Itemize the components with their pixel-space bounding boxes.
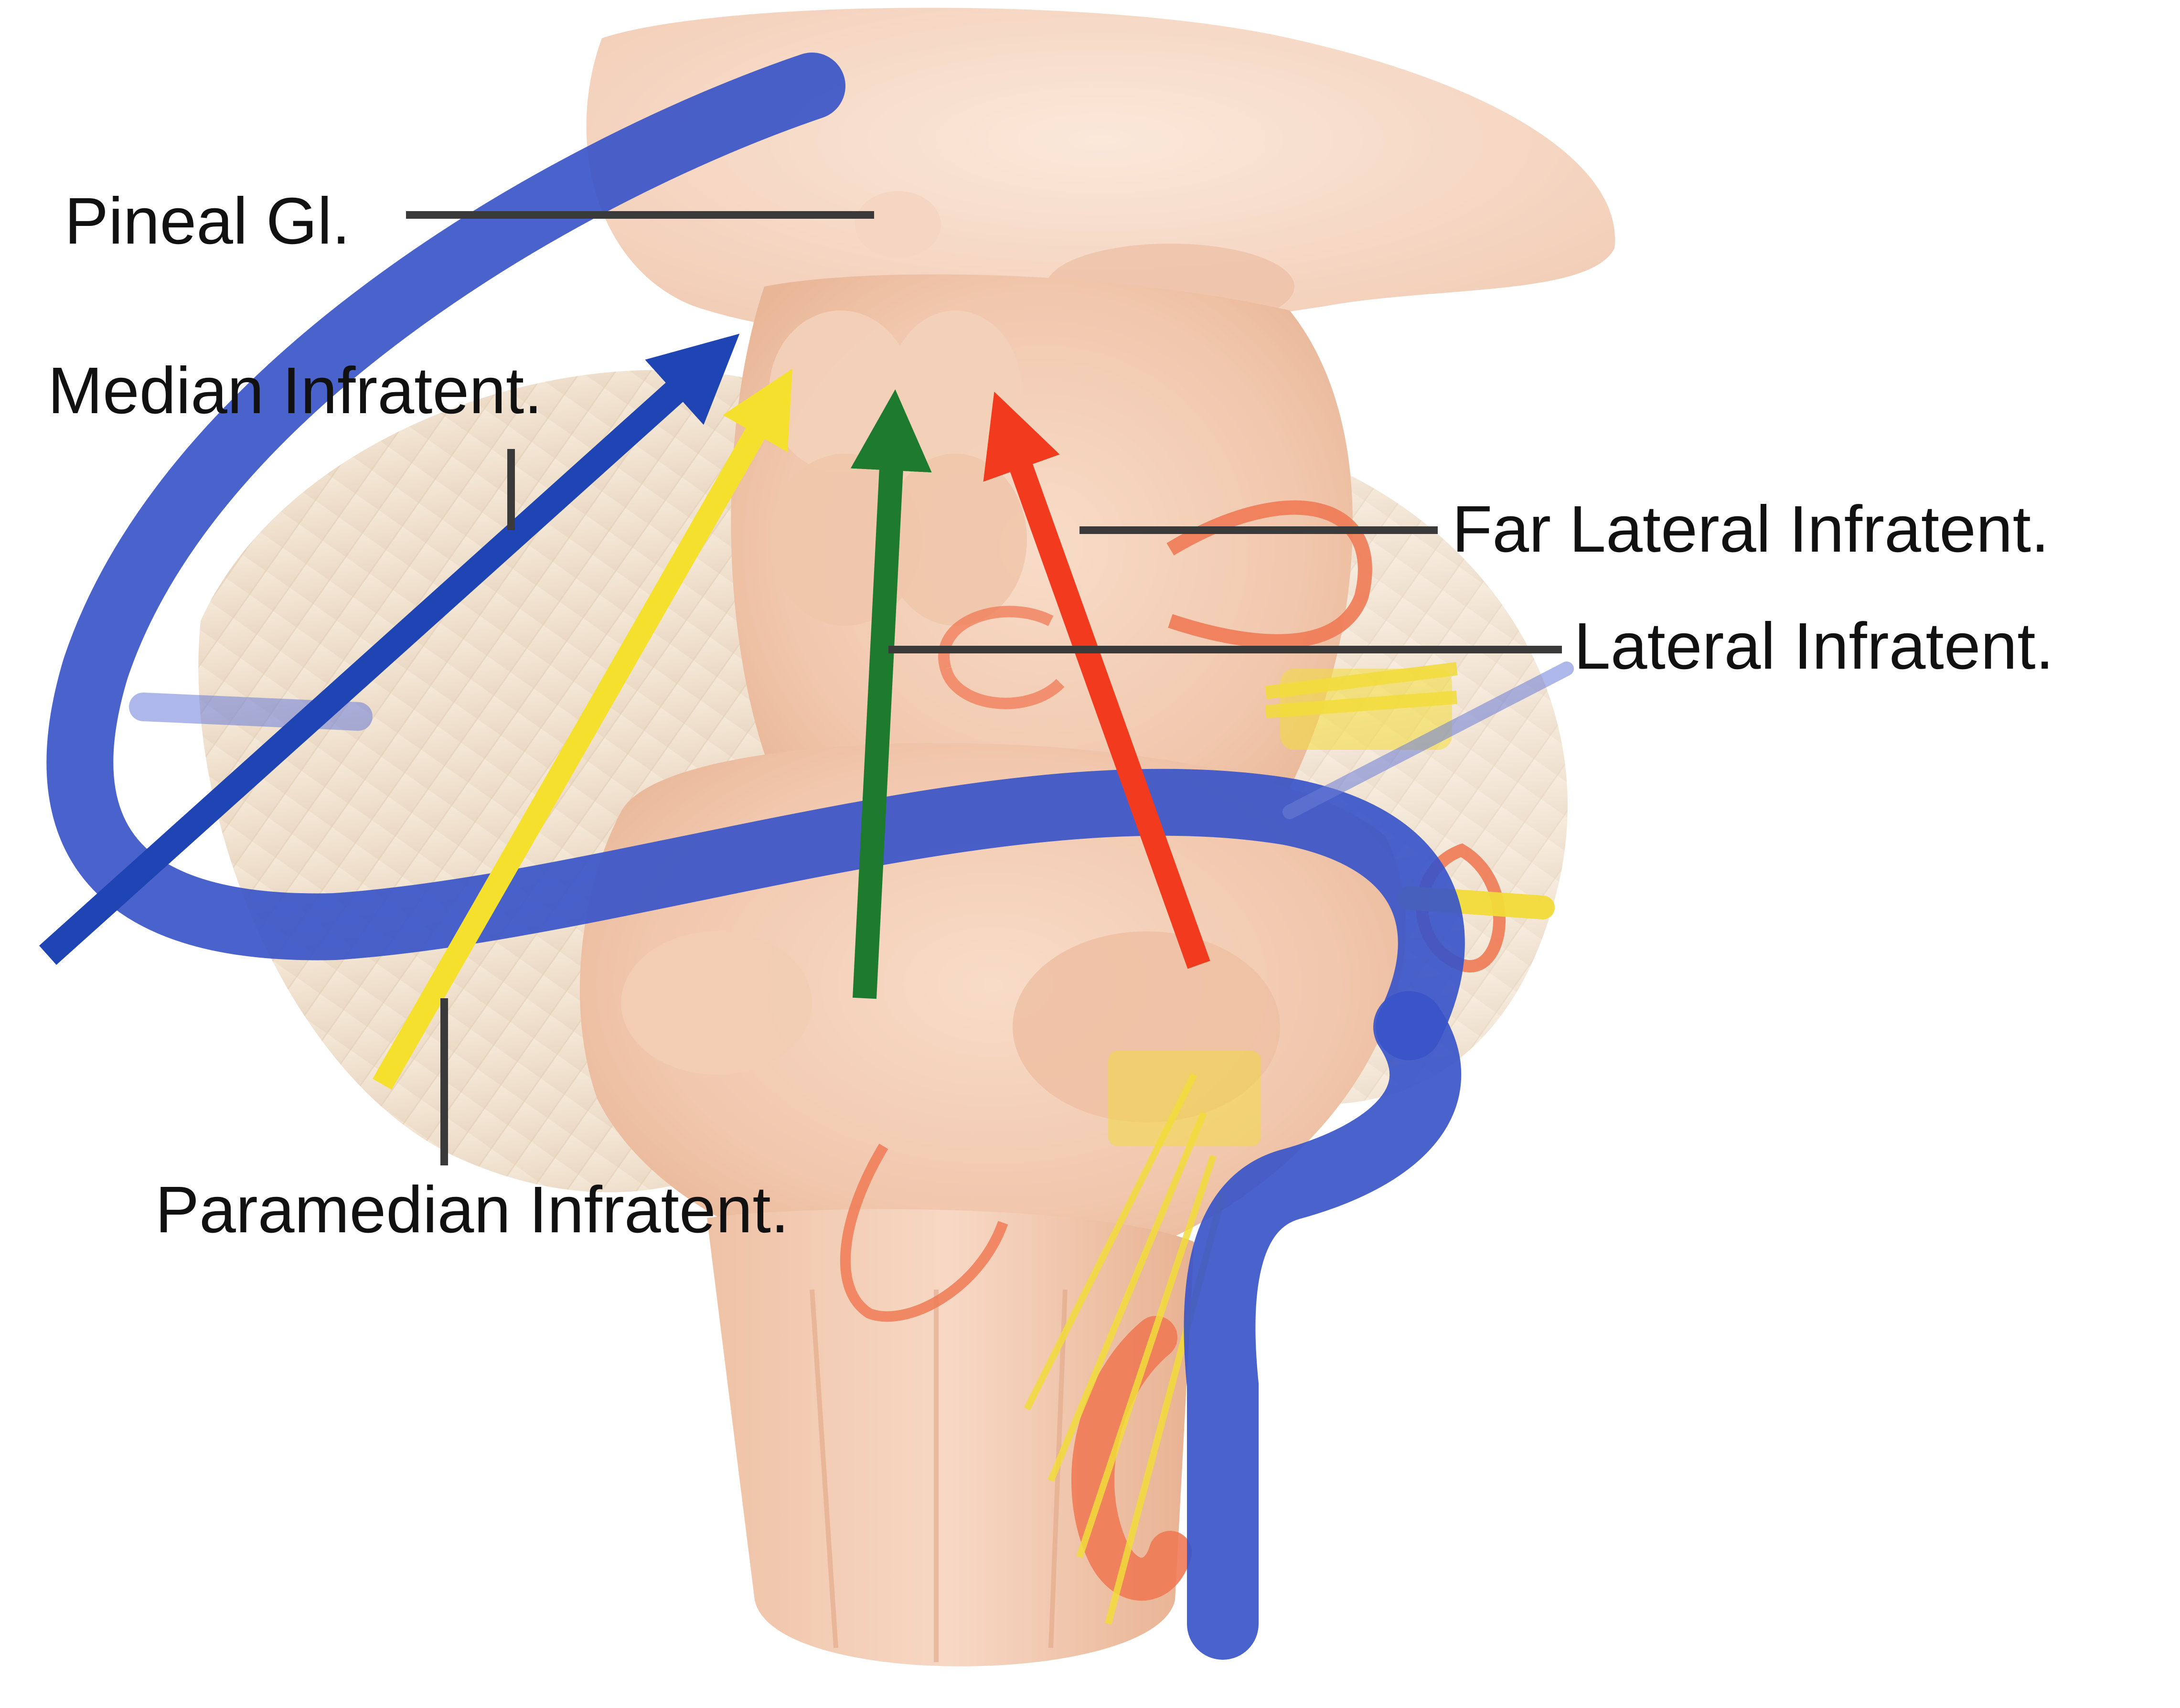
- arrow-lateral: [850, 389, 932, 999]
- vein-branch-right: [1282, 662, 1574, 819]
- anatomy: [46, 8, 1615, 1666]
- label-median: Median Infratent.: [48, 354, 543, 427]
- sigmoid-sinus: [1184, 991, 1462, 1660]
- label-far-lateral: Far Lateral Infratent.: [1452, 492, 2049, 566]
- arrow-median: [39, 333, 740, 965]
- artery-loop-upper: [1166, 500, 1372, 649]
- leader-lines: [406, 211, 1562, 1165]
- approach-arrows: [39, 333, 1210, 1090]
- nerve-rootlets: [1024, 1073, 1226, 1625]
- labels: Pineal Gl. Median Infratent. Far Lateral…: [48, 184, 2054, 1247]
- label-pineal: Pineal Gl.: [64, 184, 350, 258]
- arrow-paramedian: [373, 369, 792, 1090]
- label-paramedian: Paramedian Infratent.: [155, 1173, 789, 1247]
- label-lateral: Lateral Infratent.: [1574, 609, 2054, 683]
- arrow-far-lateral: [983, 391, 1210, 969]
- transverse-sinus: [46, 53, 1465, 1060]
- artery-lower: [840, 1143, 1008, 1322]
- vertebral-artery: [1071, 1316, 1192, 1601]
